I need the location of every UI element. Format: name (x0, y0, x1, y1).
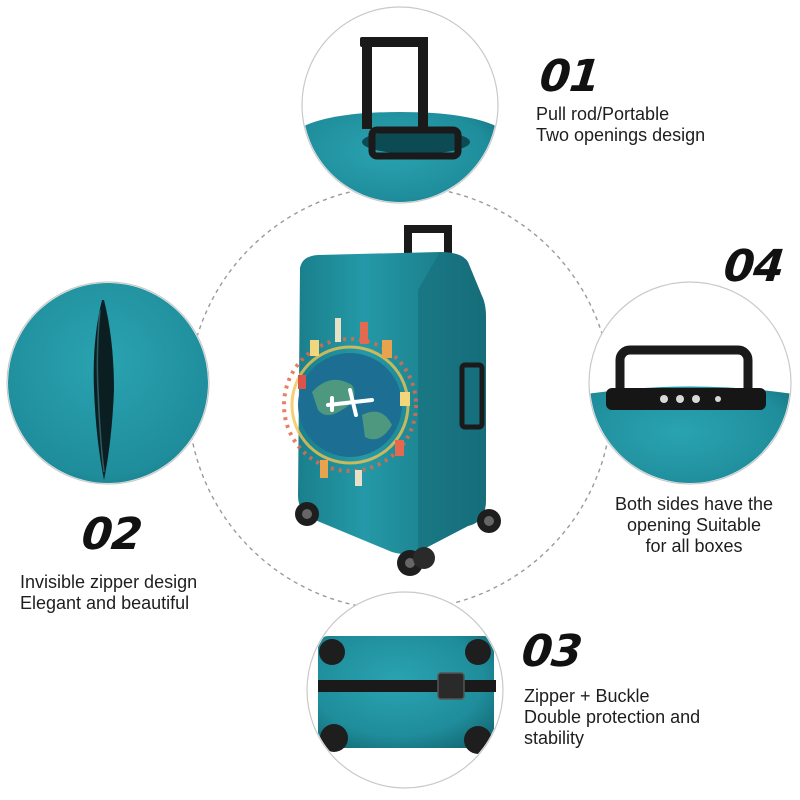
feature-1-number: 01 (537, 51, 602, 102)
feature-3-line-2: Double protection and (524, 707, 701, 727)
feature-2-number: 02 (79, 509, 144, 560)
feature-1-line-2: Two openings design (536, 125, 706, 145)
feature-3-number: 03 (519, 626, 584, 677)
suitcase-center-image (282, 225, 501, 576)
feature-2-line-1: Invisible zipper design (20, 572, 198, 592)
feature-2-caption: Invisible zipper design Elegant and beau… (20, 572, 197, 614)
feature-4-line-3: for all boxes (645, 536, 743, 556)
buckle-detail-image (318, 636, 496, 754)
feature-3-line-1: Zipper + Buckle (524, 686, 650, 706)
feature-4-line-1: Both sides have the (614, 494, 774, 514)
zipper-detail-image (8, 283, 208, 483)
feature-2-line-2: Elegant and beautiful (20, 593, 190, 613)
feature-4-caption: Both sides have the opening Suitable for… (600, 494, 788, 557)
feature-4-line-2: opening Suitable (626, 515, 762, 535)
feature-4-number: 04 (721, 241, 786, 292)
feature-3-line-3: stability (524, 728, 585, 748)
feature-1-line-1: Pull rod/Portable (536, 104, 670, 124)
feature-3-caption: Zipper + Buckle Double protection and st… (524, 686, 700, 749)
pull-rod-detail-image (303, 37, 497, 202)
feature-1-caption: Pull rod/Portable Two openings design (536, 104, 705, 146)
